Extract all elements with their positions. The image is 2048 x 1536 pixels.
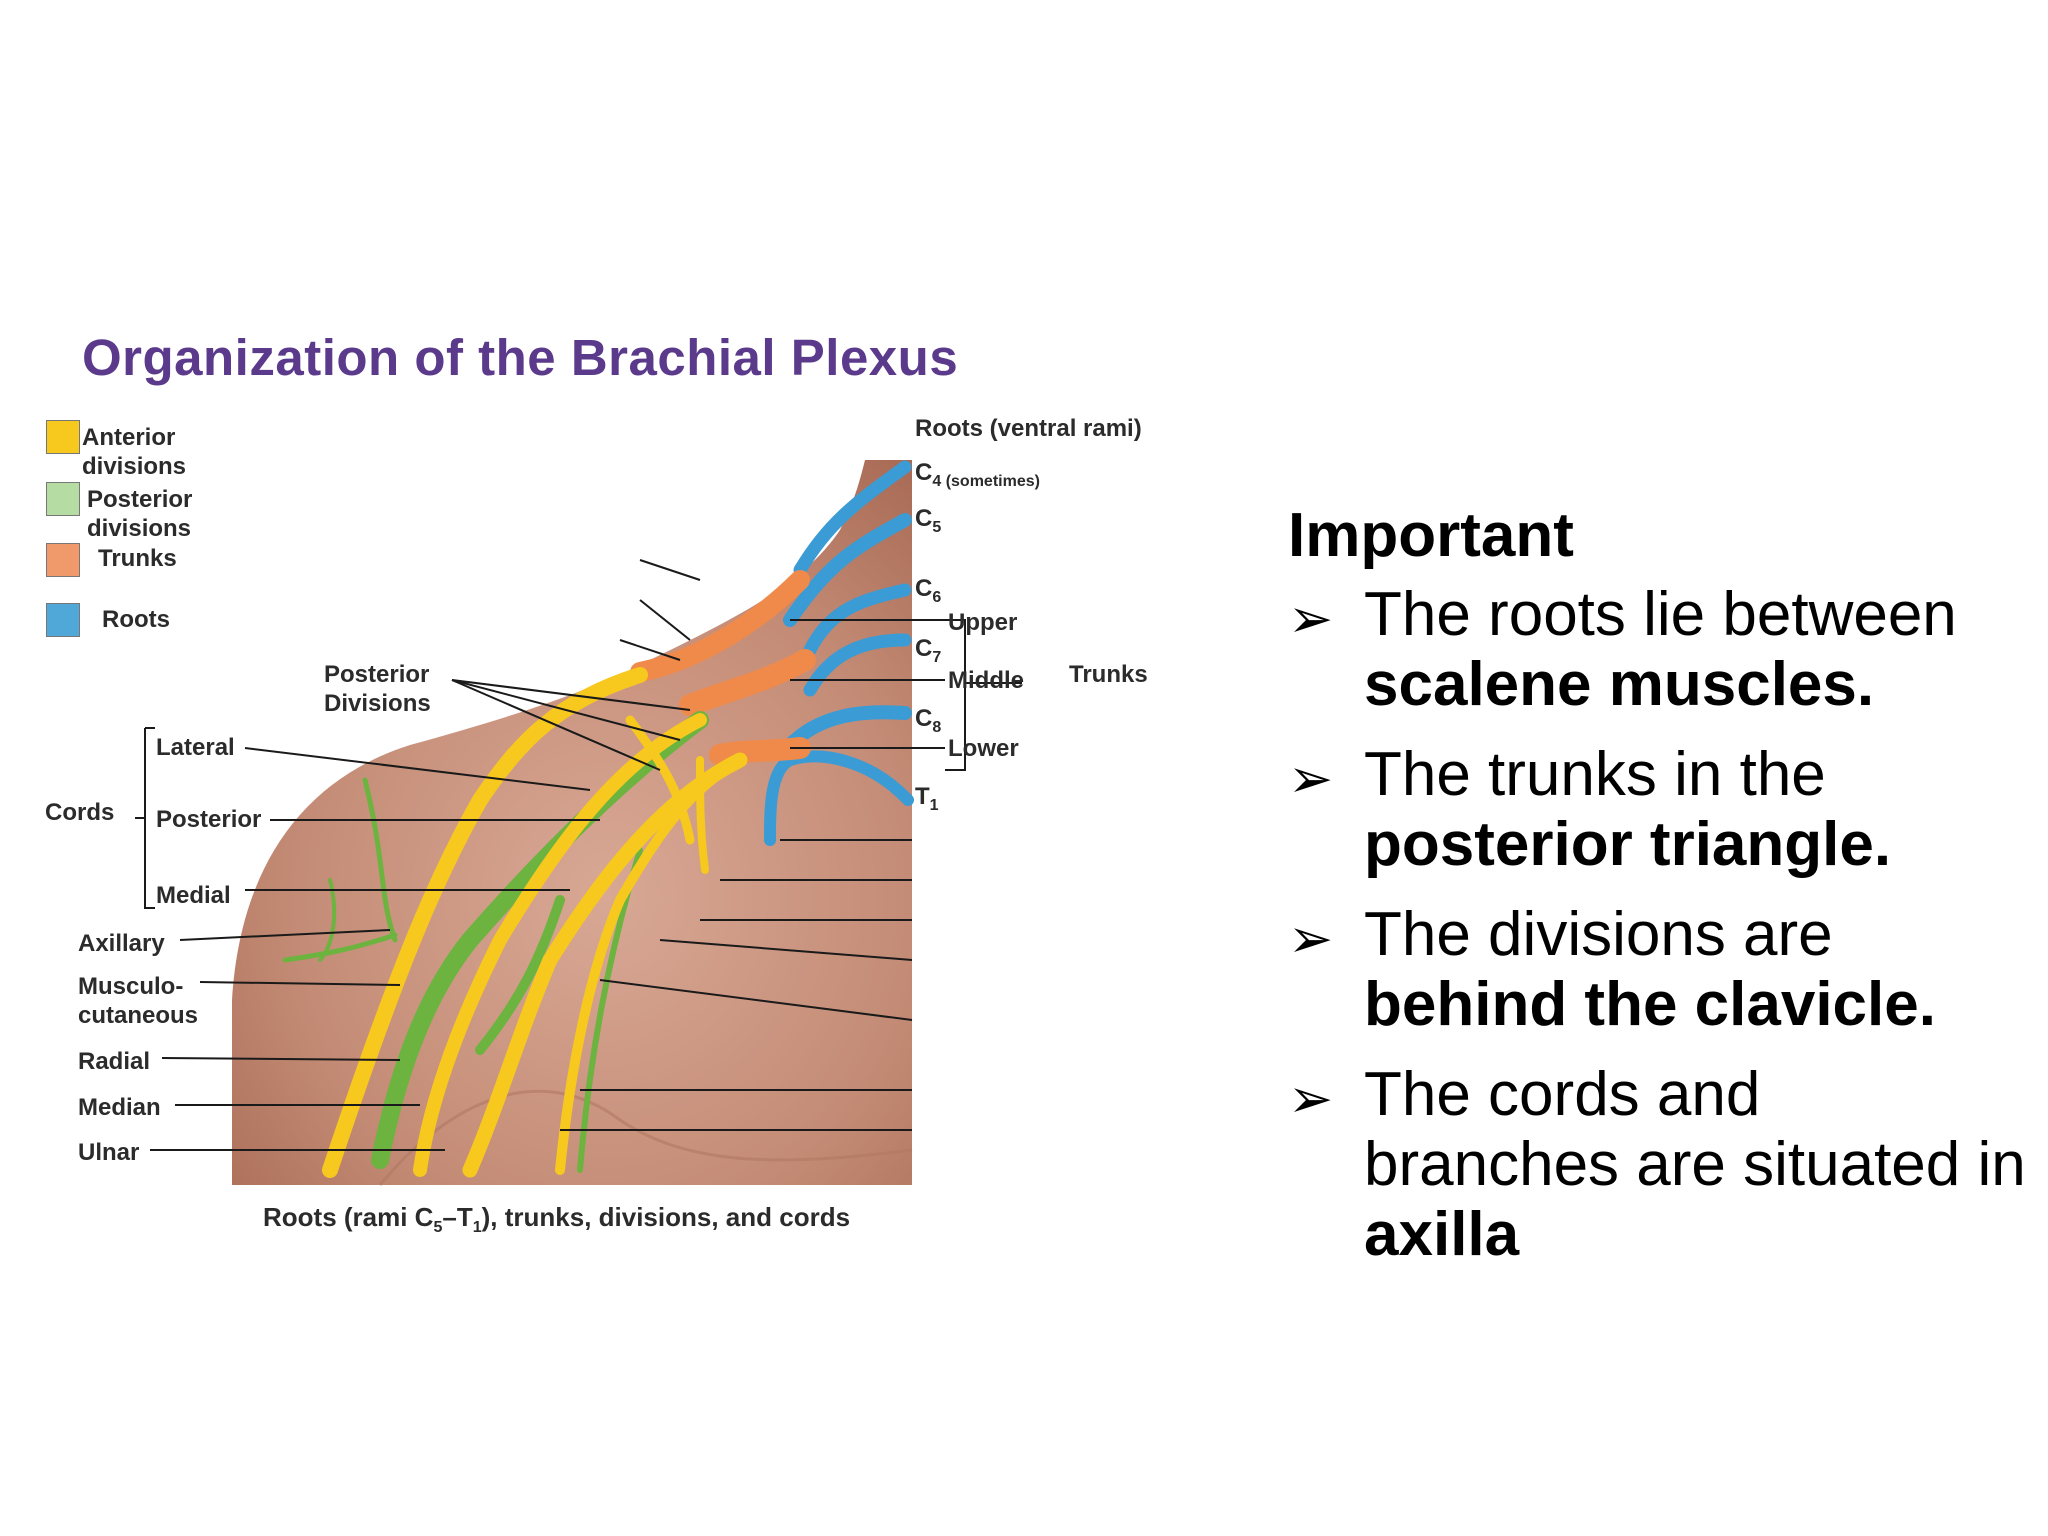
figure-title: Organization of the Brachial Plexus [82, 329, 959, 386]
notes-bullet: ➢ The cords and branches are situated in… [1288, 1060, 2026, 1269]
legend-swatch-trunks [46, 543, 80, 577]
leader-lines [135, 559, 1022, 1151]
cord-medial-label: Medial [156, 882, 231, 909]
root-c6-label: C6 [915, 575, 942, 606]
legend-swatch-posterior [46, 482, 80, 516]
nerve-radial-label: Radial [78, 1048, 151, 1075]
figure-caption: Roots (rami C5–T1), trunks, divisions, a… [263, 1202, 851, 1236]
notes-heading: Important [1288, 501, 1574, 570]
notes-bullet: ➢ The trunks in the posterior triangle. [1288, 740, 1892, 879]
root-t1-label: T1 [915, 783, 939, 814]
arrow-bullet-icon: ➢ [1288, 1069, 1334, 1129]
roots-header-label: Roots (ventral rami) [915, 415, 1142, 442]
nerve-musculocutaneous-label: Musculo-cutaneous [78, 973, 199, 1029]
root-c8-label: C8 [915, 705, 942, 736]
nerve-median-label: Median [78, 1094, 161, 1121]
legend-swatch-roots [46, 603, 80, 637]
cords-label: Cords [45, 799, 115, 826]
trunk-middle-label: Middle [948, 667, 1024, 694]
trunks-group-label: Trunks [1069, 661, 1148, 688]
trunk-upper-label: Upper [948, 609, 1018, 636]
root-c7-label: C7 [915, 635, 942, 666]
notes-bullet: ➢ The roots lie between scalene muscles. [1288, 580, 1957, 719]
legend-label-trunks: Trunks [98, 545, 177, 572]
cord-posterior-label: Posterior [156, 806, 262, 833]
nerve-axillary-label: Axillary [78, 930, 165, 957]
nerve-ulnar-label: Ulnar [78, 1139, 140, 1166]
trunk-lower-label: Lower [948, 735, 1019, 762]
cord-lateral-label: Lateral [156, 734, 235, 761]
arrow-bullet-icon: ➢ [1288, 749, 1334, 809]
notes-bullet: ➢ The divisions are behind the clavicle. [1288, 900, 1936, 1039]
arrow-bullet-icon: ➢ [1288, 909, 1334, 969]
root-c4-label: C4 (sometimes) [915, 459, 1040, 490]
legend-label-roots: Roots [102, 606, 170, 633]
root-c5-label: C5 [915, 505, 942, 536]
arrow-bullet-icon: ➢ [1288, 589, 1334, 649]
legend-swatch-anterior [46, 420, 80, 454]
notes-panel: Important ➢ The roots lie between scalen… [1288, 500, 2028, 1290]
